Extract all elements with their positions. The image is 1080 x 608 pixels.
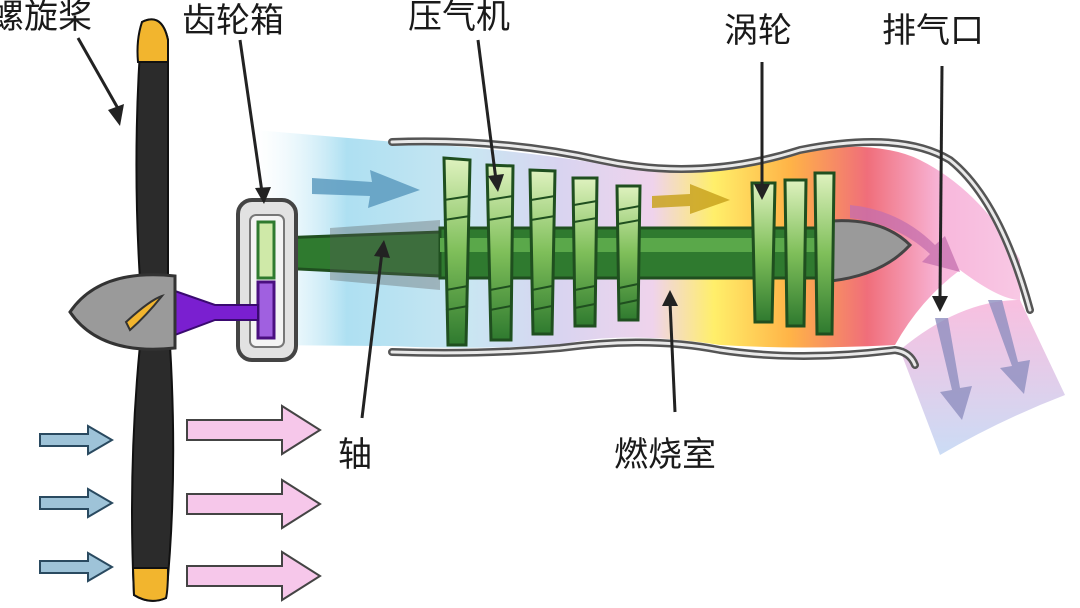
tail-cone [818, 219, 913, 284]
turbine-stages [750, 171, 836, 336]
leader-arrowheads [108, 104, 948, 312]
thrust-arrow-1 [186, 404, 322, 456]
label-combustor: 燃烧室 [614, 435, 716, 475]
thrust-arrow-2 [186, 478, 322, 530]
intake-arrows [39, 424, 114, 583]
gearbox-lower-gear [256, 280, 276, 340]
exhaust-arrow-right [988, 300, 1030, 394]
intake-arrow-3 [39, 551, 114, 583]
label-turbine: 涡轮 [724, 11, 792, 51]
leader-combustor [668, 301, 677, 413]
intake-flow-arrow [312, 170, 420, 208]
compressor-blade-1 [442, 156, 472, 347]
propeller-spinner [68, 273, 177, 351]
band-2 [487, 195, 514, 311]
arrowhead-combustor [662, 290, 678, 306]
exhaust-arrow-left [935, 318, 972, 420]
intake-arrow-2 [39, 487, 114, 519]
thrust-arrows [186, 404, 322, 602]
propeller-blade-upper-tip [136, 18, 169, 63]
propeller-blade-lower-tip [131, 567, 170, 602]
propeller-blade-lower [131, 344, 175, 602]
band-4 [573, 200, 598, 309]
label-gearbox: 齿轮箱 [182, 1, 284, 41]
turbine-flow-arrow [652, 184, 730, 214]
turbine-blade-2 [783, 178, 808, 328]
spinner-slot [124, 293, 165, 332]
turbine-blade-3 [813, 171, 836, 336]
label-exhaust: 排气口 [882, 11, 984, 51]
label-compressor: 压气机 [408, 0, 510, 37]
leader-exhaust [938, 65, 944, 301]
compressor-blade-2 [485, 163, 515, 342]
leader-lines [76, 37, 944, 419]
engine-casing-bottom-inner [390, 340, 917, 367]
arrowhead-exhaust [932, 296, 948, 312]
compressor-blade-3 [528, 168, 557, 336]
propeller [68, 18, 177, 602]
gearbox-upper-gear [256, 220, 276, 280]
arrowhead-gearbox [255, 187, 271, 204]
leader-propeller [76, 37, 122, 113]
leader-compressor [476, 39, 498, 181]
arrowhead-shaft [374, 240, 390, 258]
compressor-blade-bands [443, 195, 641, 311]
band-1 [443, 195, 471, 311]
intake-arrow-1 [39, 424, 114, 456]
leader-shaft [360, 251, 384, 419]
band-5 [617, 205, 641, 305]
arrowhead-propeller [108, 104, 124, 126]
turbine-blade-1 [750, 181, 777, 324]
engine-casing-top-inner [390, 139, 1032, 312]
thrust-arrow-3 [186, 550, 322, 602]
arrowhead-compressor [488, 174, 504, 192]
label-shaft: 轴 [338, 435, 372, 475]
band-3 [530, 195, 556, 311]
leader-gearbox [238, 39, 264, 193]
label-propeller: 螺旋桨 [0, 0, 92, 37]
arrowhead-turbine [754, 184, 770, 200]
exhaust-turn-arrow [850, 205, 960, 272]
exhaust-plume [900, 300, 1065, 455]
